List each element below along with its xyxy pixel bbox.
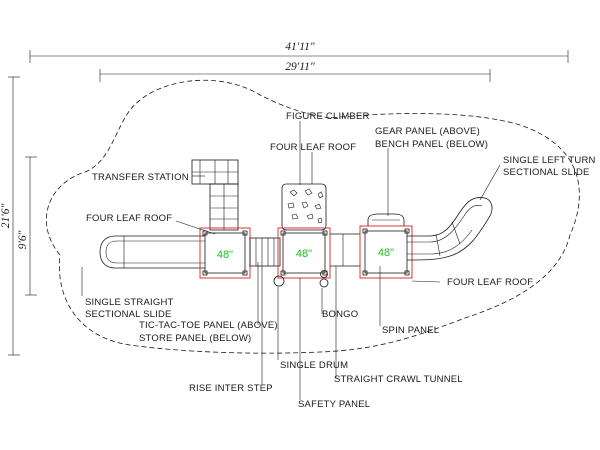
straight-crawl-tunnel (330, 233, 360, 267)
label-single-straight: SINGLE STRAIGHT (85, 297, 174, 308)
label-bongo: BONGO (322, 309, 358, 320)
label-rise-inter-step: RISE INTER STEP (189, 383, 273, 394)
overall-width-label: 41'11" (285, 41, 315, 53)
deck-left: 48" (199, 227, 251, 279)
use-zone-boundary (46, 79, 580, 354)
single-drum (273, 275, 285, 287)
label-single-drum: SINGLE DRUM (280, 360, 348, 371)
label-bench-panel: BENCH PANEL (BELOW) (375, 139, 488, 150)
label-gear-panel: GEAR PANEL (ABOVE) (375, 126, 480, 137)
overall-width-dimension: 41'11" (29, 41, 569, 63)
deck-right: 48" (359, 225, 413, 279)
label-store-panel: STORE PANEL (BELOW) (139, 333, 251, 344)
label-single-left-turn: SINGLE LEFT TURN (503, 155, 596, 166)
label-tic-tac-toe: TIC-TAC-TOE PANEL (ABOVE) (139, 320, 278, 331)
deck-center: 48" (277, 227, 331, 279)
label-figure-climber: FIGURE CLIMBER (286, 111, 370, 122)
gear-bench-panel (367, 213, 405, 226)
inner-depth-label: 9'6" (17, 230, 29, 249)
label-safety-panel: SAFETY PANEL (298, 399, 370, 410)
inner-width-dimension: 29'11" (99, 60, 491, 82)
label-sectional-slide-left: SECTIONAL SLIDE (85, 309, 172, 320)
label-straight-crawl-tunnel: STRAIGHT CRAWL TUNNEL (334, 374, 463, 385)
bongo (319, 270, 329, 288)
label-four-leaf-roof-left: FOUR LEAF ROOF (86, 213, 172, 224)
straight-sectional-slide (99, 235, 205, 269)
label-sectional-slide-right: SECTIONAL SLIDE (503, 167, 590, 178)
deck-left-height: 48" (217, 249, 233, 261)
rise-inter-step (249, 237, 281, 267)
inner-depth-dimension: 9'6" (17, 156, 37, 296)
component-labels: FIGURE CLIMBER GEAR PANEL (ABOVE) BENCH … (85, 111, 596, 410)
overall-depth-dimension: 21'6" (0, 76, 20, 356)
deck-center-height: 48" (296, 248, 312, 260)
transfer-station (191, 159, 239, 231)
label-four-leaf-roof-right: FOUR LEAF ROOF (447, 277, 533, 288)
label-transfer-station: TRANSFER STATION (92, 172, 189, 183)
inner-width-label: 29'11" (285, 61, 315, 73)
figure-climber (281, 183, 327, 231)
deck-right-height: 48" (378, 247, 394, 259)
overall-depth-label: 21'6" (0, 204, 12, 229)
left-turn-sectional-slide (406, 197, 493, 261)
label-spin-panel: SPIN PANEL (382, 325, 439, 336)
label-four-leaf-roof-top: FOUR LEAF ROOF (270, 142, 356, 153)
leader-lines (81, 121, 501, 400)
